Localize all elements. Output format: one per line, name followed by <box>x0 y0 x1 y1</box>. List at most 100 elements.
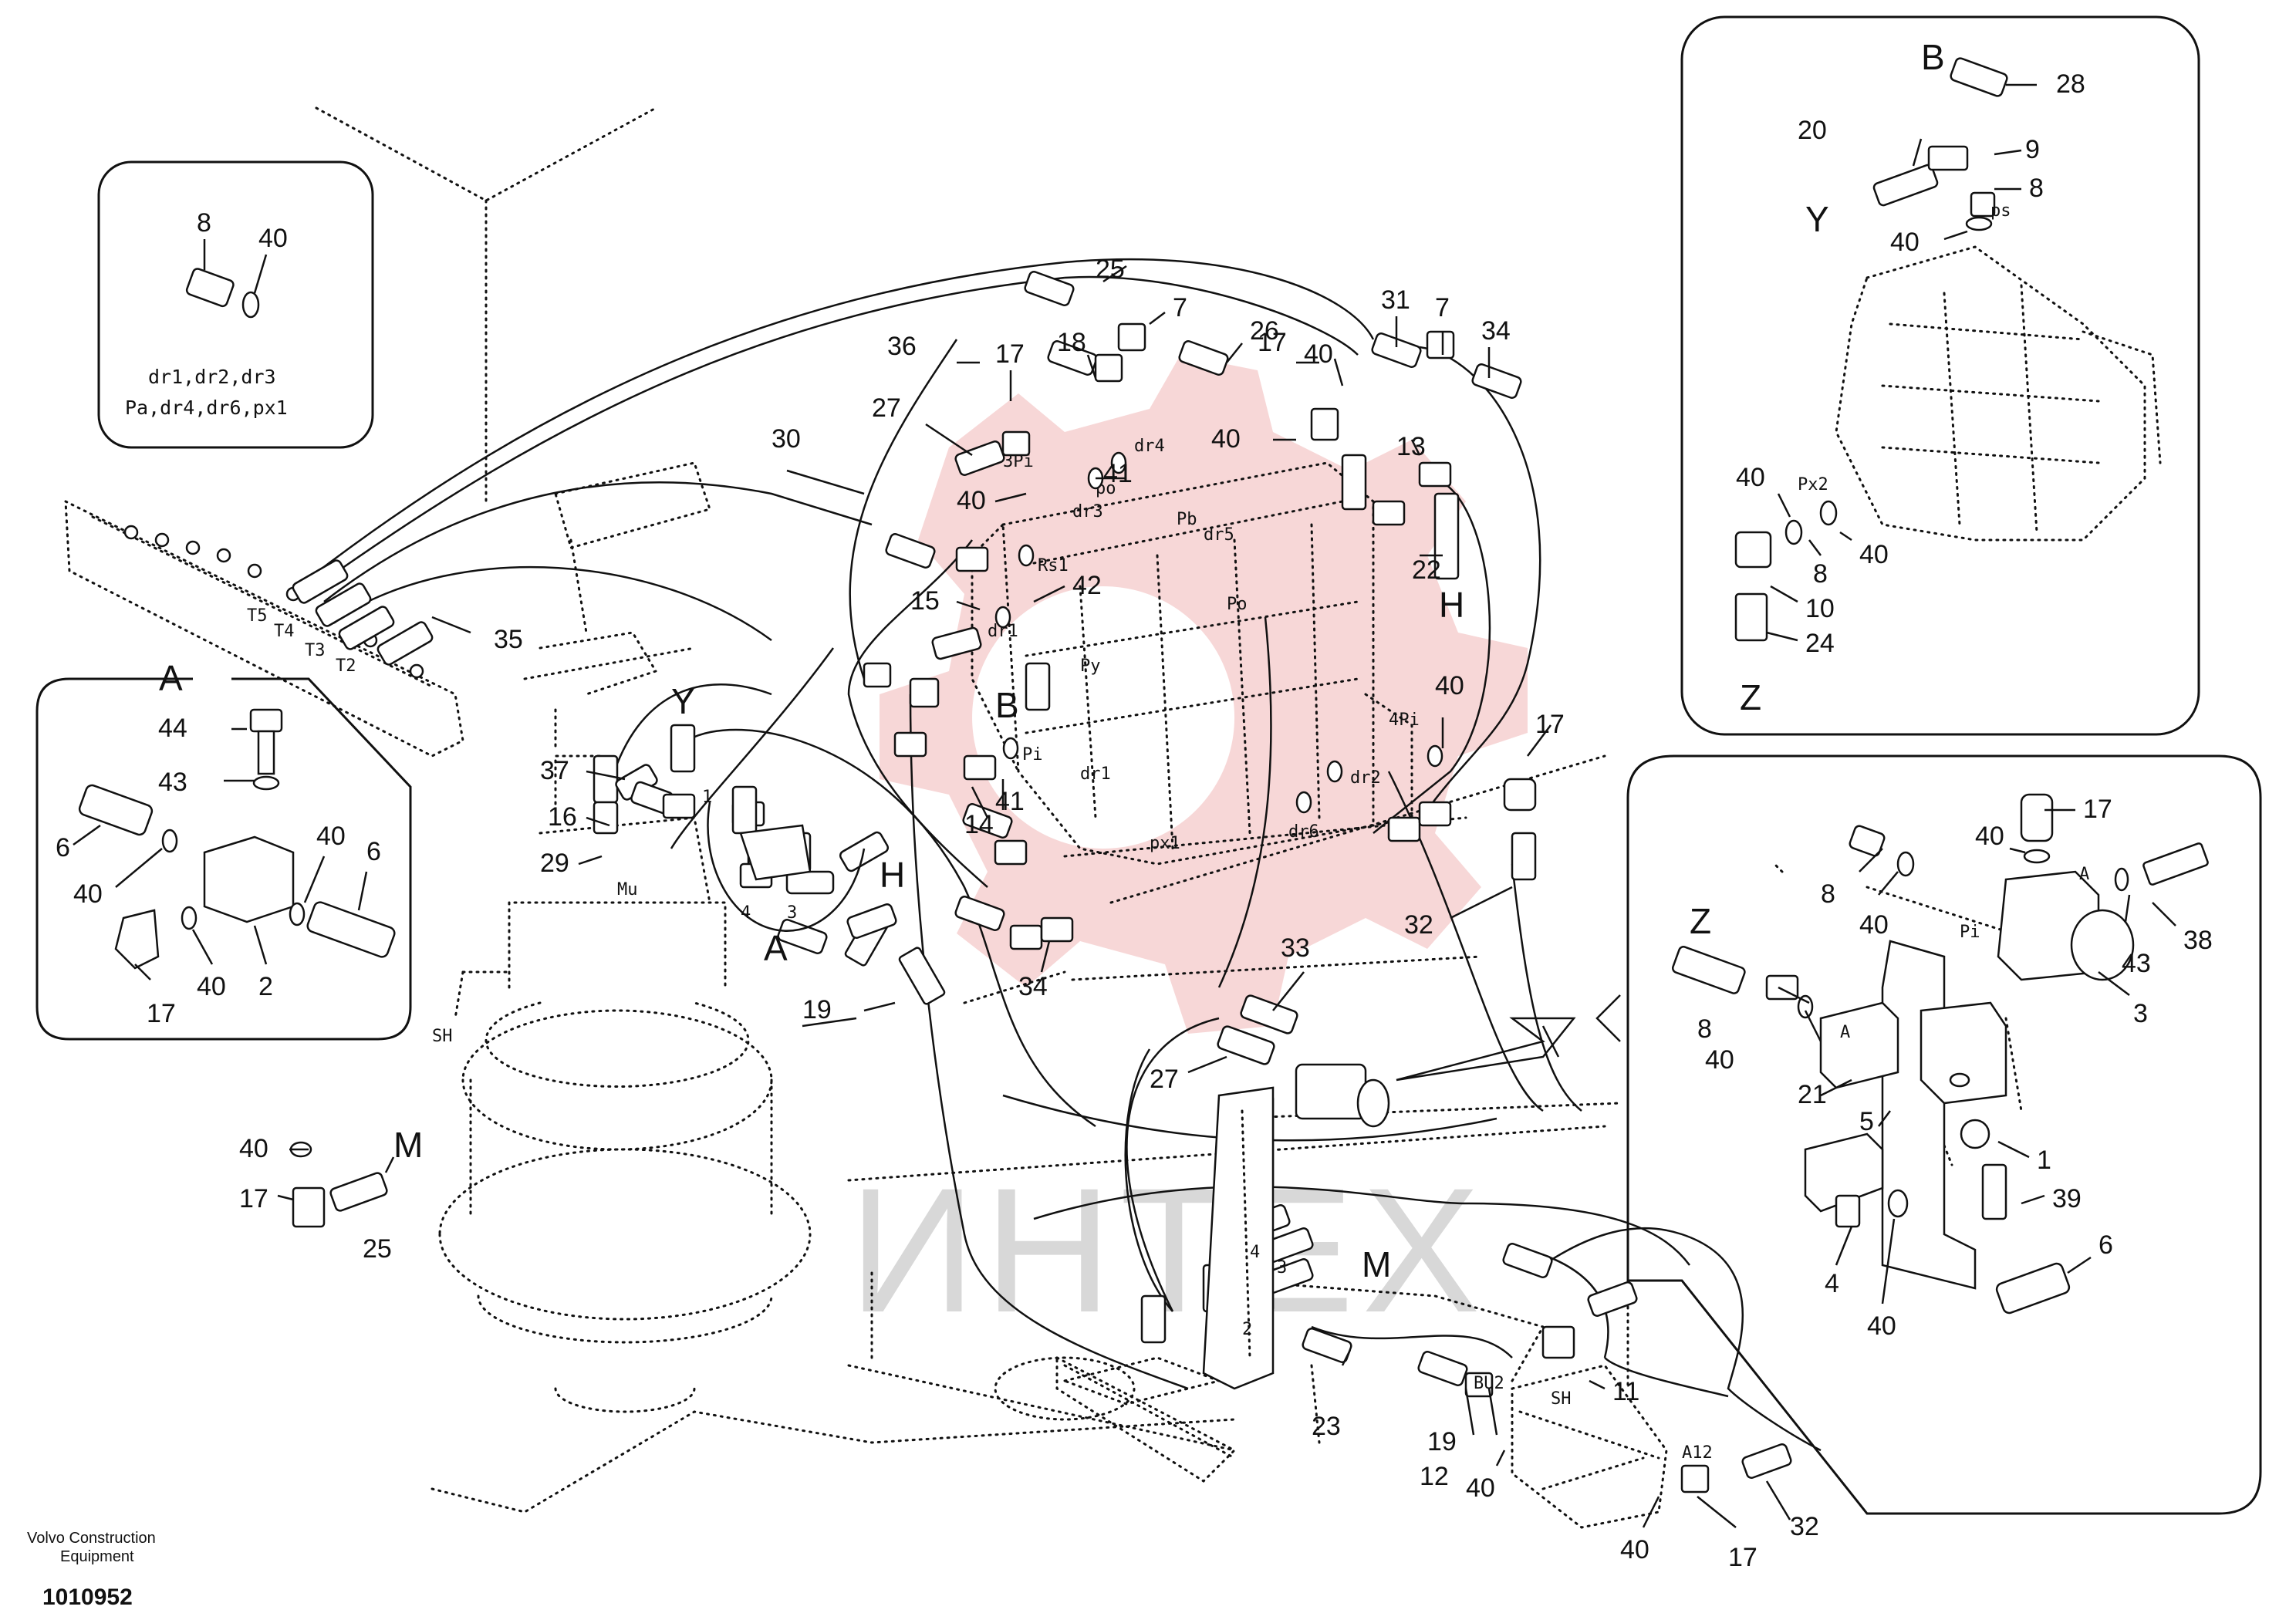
callout-15: 15 <box>910 586 940 616</box>
inset-block-21: 21 <box>1798 1080 1827 1109</box>
letter-H-mid: H <box>880 855 905 895</box>
callout-40-g: 40 <box>1620 1535 1649 1564</box>
callout-40-b: 40 <box>1211 424 1241 454</box>
port-Pb: Pb <box>1177 510 1197 529</box>
inset-A-43: 43 <box>158 768 187 797</box>
inset-block-39: 39 <box>2052 1184 2082 1213</box>
dotted-frame-lines <box>315 106 2038 1514</box>
callout-19-mid: 19 <box>802 995 832 1024</box>
inset-block-8-left: 8 <box>1697 1014 1712 1044</box>
callout-35: 35 <box>494 625 523 654</box>
inset-A-40-bottom: 40 <box>197 972 226 1001</box>
inset-pump-frame <box>1680 15 2200 736</box>
port-px1: px1 <box>1150 834 1180 853</box>
inset-block-port-Pi: Pi <box>1960 923 1980 942</box>
callout-41-top: 41 <box>1103 459 1133 488</box>
callout-31: 31 <box>1381 285 1410 315</box>
inset-pump-40-right: 40 <box>1859 540 1889 569</box>
watermark-text: ИНТЕХ <box>849 1151 1488 1349</box>
inset-block-43: 43 <box>2122 949 2151 978</box>
port-2-lower: 2 <box>1242 1320 1252 1339</box>
inset-pump-letter-Y: Y <box>1805 199 1829 239</box>
port-Mu: Mu <box>617 880 638 899</box>
main-callouts: 25 7 26 31 7 34 36 17 18 40 17 13 27 40 … <box>239 255 1819 1572</box>
letter-H-top: H <box>1439 585 1464 625</box>
rail-fittings <box>123 525 424 679</box>
inset-block-40-top: 40 <box>1975 822 2004 851</box>
port-3-lower: 3 <box>1277 1258 1287 1277</box>
inset-A-2: 2 <box>258 972 273 1001</box>
port-T4: T4 <box>274 622 295 641</box>
inset-A-40-right: 40 <box>316 822 346 851</box>
callout-27-mid: 27 <box>1150 1065 1179 1094</box>
inset-pump-40-top: 40 <box>1890 228 1920 257</box>
port-4Pi: 4Pi <box>1389 710 1420 730</box>
letter-M-low: M <box>393 1125 423 1165</box>
inset-block-40-left: 40 <box>1705 1045 1734 1075</box>
port-B: B <box>995 685 1019 725</box>
callout-17-c: 17 <box>1535 710 1565 739</box>
inset-pump-9: 9 <box>2025 135 2040 164</box>
inset-block-letter-Z: Z <box>1690 901 1711 941</box>
port-Py: Py <box>1080 656 1101 676</box>
port-T3: T3 <box>305 641 326 660</box>
port-dr6: dr6 <box>1288 822 1319 842</box>
inset-port-fitting: 8 40 dr1,dr2,dr3 Pa,dr4,dr6,px1 <box>97 160 374 449</box>
callout-17-b: 17 <box>1258 328 1287 357</box>
port-T2: T2 <box>336 656 356 676</box>
callout-19-low: 19 <box>1427 1427 1457 1456</box>
port-A12: A12 <box>1682 1443 1713 1463</box>
port-dr5: dr5 <box>1204 525 1234 545</box>
port-Rs1: Rs1 <box>1038 556 1069 575</box>
port-dr1-lower: dr1 <box>1080 764 1111 784</box>
callout-14: 14 <box>964 810 994 839</box>
callout-40-e: 40 <box>239 1134 268 1163</box>
port-dr2: dr2 <box>1350 768 1381 788</box>
callout-36: 36 <box>887 332 917 361</box>
inset-pump-8-low: 8 <box>1813 559 1828 589</box>
shuttle-block: 1 4 3 <box>702 788 866 932</box>
inset-A-6-right: 6 <box>366 837 381 866</box>
callout-25-low: 25 <box>363 1234 392 1264</box>
callout-40-d: 40 <box>1435 671 1464 700</box>
inset-block-port-A-mid: A <box>1840 1023 1850 1042</box>
port-3-shuttle: 3 <box>787 903 797 923</box>
callout-32-mid: 32 <box>1404 910 1433 940</box>
callout-30: 30 <box>772 424 801 454</box>
inset-pump-28: 28 <box>2056 69 2085 99</box>
inset-pump: B Y Z 28 20 9 8 40 40 8 40 10 24 ps Px2 <box>1680 15 2200 736</box>
callout-17-d: 17 <box>239 1184 268 1213</box>
inset-block: Z 17 40 8 40 38 43 8 40 3 21 5 1 39 4 40… <box>1396 754 2262 1515</box>
inset-block-4: 4 <box>1825 1269 1839 1298</box>
inset-block-5: 5 <box>1859 1107 1874 1136</box>
callout-40-c: 40 <box>957 486 986 515</box>
callout-29: 29 <box>540 849 569 878</box>
callout-7: 7 <box>1173 293 1187 322</box>
inset-port-8: 8 <box>197 208 211 238</box>
callout-16: 16 <box>548 802 577 832</box>
inset-A-frame <box>35 677 412 1041</box>
inset-pump-10: 10 <box>1805 594 1835 623</box>
port-dr3: dr3 <box>1072 502 1103 521</box>
inset-block-40-mid: 40 <box>1859 910 1889 940</box>
inset-block-6: 6 <box>2098 1230 2113 1260</box>
inset-pump-40-left: 40 <box>1736 463 1765 492</box>
inset-block-3: 3 <box>2133 999 2148 1028</box>
inset-pump-letter-B: B <box>1921 37 1945 77</box>
callout-33: 33 <box>1281 933 1310 963</box>
inset-port-frame <box>97 160 374 449</box>
inset-pump-port-Px2: Px2 <box>1798 475 1828 494</box>
callout-17-a: 17 <box>995 339 1025 369</box>
inset-pump-port-ps: ps <box>1990 201 2011 221</box>
inset-A-title: A <box>159 658 183 698</box>
watermark-gear <box>880 355 1528 1034</box>
inset-A-6-left: 6 <box>56 833 70 862</box>
callout-37: 37 <box>540 756 569 785</box>
inset-block-1: 1 <box>2037 1146 2051 1175</box>
callout-26: 26 <box>1250 316 1279 346</box>
inset-block-17: 17 <box>2083 795 2112 824</box>
inset-A-44: 44 <box>158 714 187 743</box>
inset-port-line1: dr1,dr2,dr3 <box>148 366 276 388</box>
callout-41-mid: 41 <box>995 787 1025 816</box>
